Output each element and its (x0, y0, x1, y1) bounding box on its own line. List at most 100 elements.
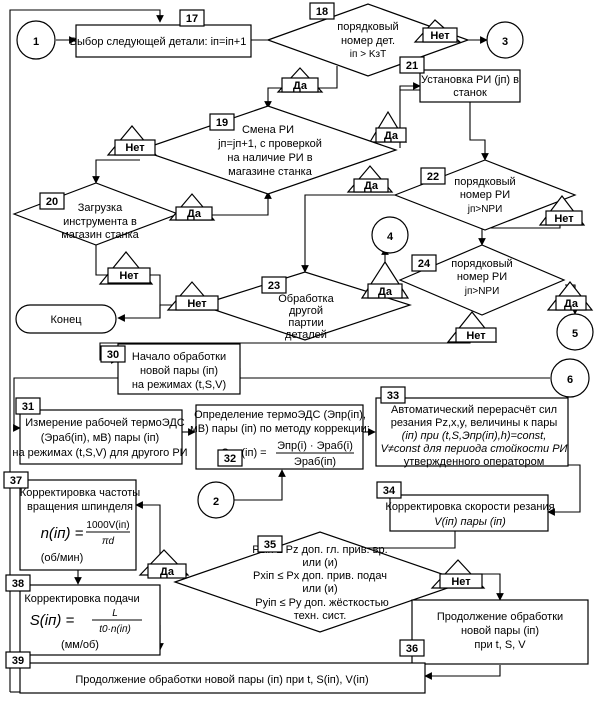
svg-text:Загрузка: Загрузка (78, 202, 123, 214)
svg-text:Да: Да (160, 566, 175, 578)
svg-text:Смена РИ: Смена РИ (242, 124, 294, 136)
svg-text:другой: другой (289, 305, 323, 317)
connector-circle-4: 4 (371, 216, 409, 254)
svg-text:πd: πd (102, 536, 115, 547)
decision-20: Загрузка инструмента в магазин станка 20 (12, 182, 180, 246)
svg-text:Нет: Нет (554, 213, 574, 225)
svg-text:Да: Да (378, 286, 393, 298)
svg-text:23: 23 (268, 280, 280, 292)
svg-text:Pyiп ≤ Py доп. жёсткостью: Pyiп ≤ Py доп. жёсткостью (255, 597, 388, 609)
connector-circle-5: 5 (556, 313, 594, 351)
svg-text:Нет: Нет (451, 576, 471, 588)
decision-19: Смена РИ jп=jп+1, с проверкой на наличие… (138, 105, 398, 195)
block-36: Продолжение обработки новой пары (iп) пр… (399, 599, 589, 665)
svg-text:или (и): или (и) (302, 557, 337, 569)
svg-text:32: 32 (224, 453, 236, 465)
svg-text:33: 33 (387, 390, 399, 402)
svg-text:Конец: Конец (50, 314, 82, 326)
svg-text:Продолжение обработки: Продолжение обработки (437, 611, 563, 623)
svg-text:Нет: Нет (466, 330, 486, 342)
svg-text:техн. сист.: техн. сист. (294, 610, 347, 622)
decision-18-number: 18 (316, 6, 328, 18)
svg-text:jп>NРИ: jп>NРИ (464, 286, 500, 297)
svg-text:вращения шпинделя: вращения шпинделя (27, 501, 133, 513)
svg-text:30: 30 (107, 349, 119, 361)
block-33: Автоматический перерасчёт сил резания Pz… (375, 386, 569, 468)
yes-flag-23: Да (360, 260, 410, 299)
svg-text:31: 31 (22, 401, 34, 413)
svg-text:номер РИ: номер РИ (457, 271, 507, 283)
svg-text:резания Pz,x,y, величины к пар: резания Pz,x,y, величины к пары (391, 417, 558, 429)
svg-text:Эраб(iп): Эраб(iп) (294, 456, 336, 468)
svg-text:Нет: Нет (119, 270, 139, 282)
svg-text:на наличие РИ в: на наличие РИ в (227, 152, 312, 164)
svg-text:Определение термоЭДС (Эпр(iп),: Определение термоЭДС (Эпр(iп), (194, 409, 366, 421)
block-30: Начало обработки новой пары (iп) на режи… (100, 343, 241, 395)
svg-text:n(iп) =: n(iп) = (41, 525, 84, 542)
svg-text:L: L (112, 608, 118, 619)
no-flag-23: Нет (166, 281, 219, 311)
svg-text:или (и): или (и) (302, 583, 337, 595)
svg-text:38: 38 (12, 578, 24, 590)
svg-text:6: 6 (567, 374, 573, 386)
svg-text:Нет: Нет (430, 30, 450, 42)
decision-24: порядковый номер РИ jп>NРИ 24 (398, 244, 566, 316)
svg-text:инструмента в: инструмента в (63, 216, 137, 228)
no-flag-22: Нет (538, 195, 586, 226)
svg-text:jп>NРИ: jп>NРИ (467, 204, 503, 215)
decision-18-line-1: порядковый (337, 21, 398, 33)
svg-text:Продолжение обработки новой па: Продолжение обработки новой пары (iп) пр… (75, 674, 368, 686)
svg-text:порядковый: порядковый (451, 258, 512, 270)
svg-text:мВ) пары (iп) по методу коррек: мВ) пары (iп) по методу коррекции: (190, 423, 370, 435)
svg-text:21: 21 (406, 60, 418, 72)
block-39: Продолжение обработки новой пары (iп) пр… (5, 651, 426, 694)
yes-flag-24: Да (546, 281, 594, 311)
svg-text:Да: Да (364, 180, 379, 192)
svg-text:Pziп ≤ Pz доп. гл. прив. вр.: Pziп ≤ Pz доп. гл. прив. вр. (252, 544, 387, 556)
svg-text:3: 3 (502, 36, 508, 48)
decision-23: Обработка другой партии деталей 23 (198, 271, 412, 341)
svg-text:36: 36 (406, 643, 418, 655)
yes-flag-22: Да (346, 165, 394, 193)
yes-flag-20: Да (168, 193, 216, 221)
svg-text:Измерение рабочей термоЭДС: Измерение рабочей термоЭДС (25, 417, 185, 429)
svg-text:новой пары (iп): новой пары (iп) (140, 365, 218, 377)
block-17-number: 17 (186, 13, 198, 25)
decision-22: порядковый номер РИ jп>NРИ 22 (393, 159, 577, 231)
decision-18-line-3: iп > KзТ (350, 49, 386, 60)
svg-text:Да: Да (384, 130, 399, 142)
svg-text:5: 5 (572, 328, 578, 340)
block-21: Установка РИ (jп) в станок 21 (399, 56, 521, 103)
svg-text:Да: Да (293, 80, 308, 92)
svg-text:jп=jп+1, с проверкой: jп=jп+1, с проверкой (217, 138, 322, 150)
svg-text:деталей: деталей (285, 329, 327, 341)
connector-circle-6: 6 (550, 358, 590, 398)
svg-text:Корректировка частоты: Корректировка частоты (20, 487, 140, 499)
svg-text:(Эраб(iп), мВ) пары (iп): (Эраб(iп), мВ) пары (iп) (41, 432, 159, 444)
svg-text:35: 35 (264, 539, 276, 551)
svg-text:Нет: Нет (187, 298, 207, 310)
svg-text:утвержденного оператором: утвержденного оператором (404, 456, 545, 468)
svg-text:Да: Да (187, 208, 202, 220)
svg-text:2: 2 (213, 496, 219, 508)
svg-text:партии: партии (288, 317, 323, 329)
svg-text:22: 22 (427, 171, 439, 183)
svg-text:(iп) при (t,S,Эпр(iп),h)=const: (iп) при (t,S,Эпр(iп),h)=const, (402, 430, 547, 442)
svg-text:20: 20 (46, 196, 58, 208)
svg-text:Эпр(i) · Эраб(i): Эпр(i) · Эраб(i) (277, 440, 353, 452)
yes-flag-18: Да (276, 67, 324, 93)
svg-text:4: 4 (387, 231, 394, 243)
block-17-text: Выбор следующей детали: iп=iп+1 (70, 36, 247, 48)
svg-text:19: 19 (216, 117, 228, 129)
no-flag-35: Нет (430, 559, 486, 589)
svg-text:Обработка: Обработка (278, 293, 334, 305)
svg-text:при t, S, V: при t, S, V (474, 639, 526, 651)
svg-text:V(iп) пары (iп): V(iп) пары (iп) (434, 516, 506, 528)
circle-1-label: 1 (33, 36, 39, 48)
block-17: Выбор следующей детали: iп=iп+1 17 (70, 9, 252, 58)
block-31: Измерение рабочей термоЭДС (Эраб(iп), мВ… (12, 397, 188, 465)
svg-text:Нет: Нет (125, 142, 145, 154)
no-flag-20: Нет (98, 251, 154, 285)
svg-text:S(iп) =: S(iп) = (30, 612, 75, 629)
svg-text:на режимах (t,S,V) для другого: на режимах (t,S,V) для другого РИ (12, 447, 187, 459)
